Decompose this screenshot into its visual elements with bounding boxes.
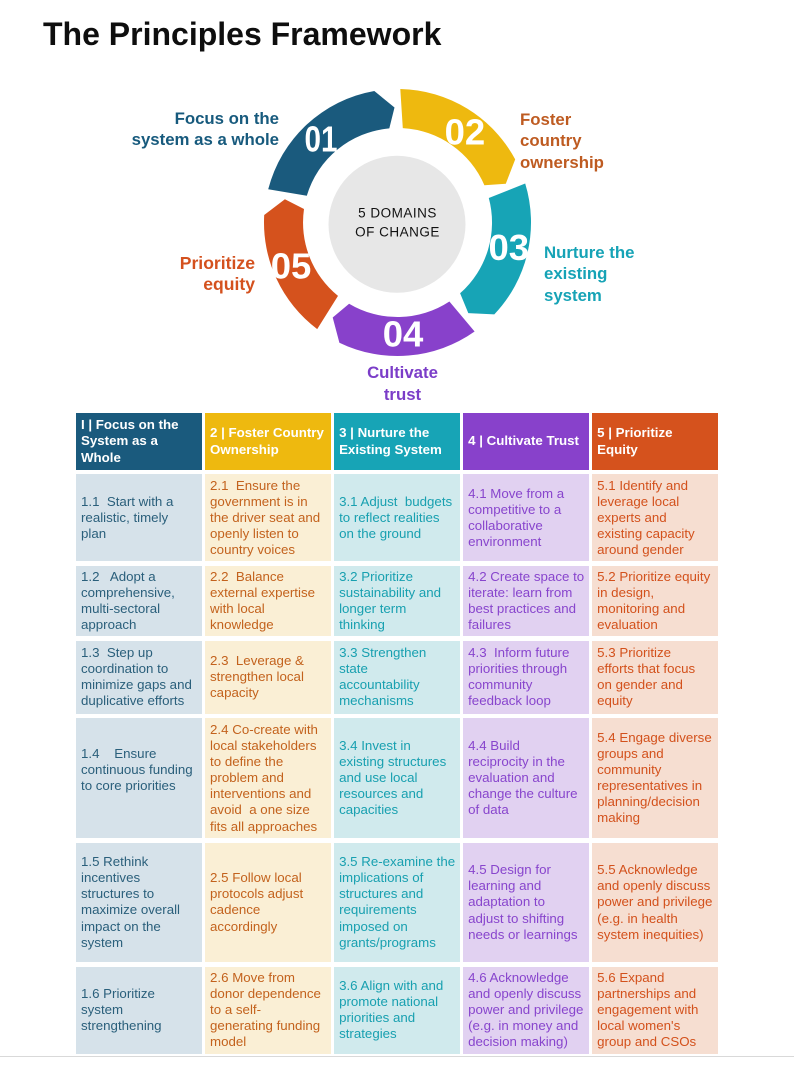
svg-text:02: 02 [445,112,486,153]
svg-text:03: 03 [488,227,529,268]
svg-text:OF CHANGE: OF CHANGE [355,224,440,239]
svg-text:01: 01 [305,119,338,160]
svg-text:05: 05 [271,246,312,287]
svg-text:04: 04 [383,314,424,355]
svg-text:5 DOMAINS: 5 DOMAINS [358,206,437,221]
